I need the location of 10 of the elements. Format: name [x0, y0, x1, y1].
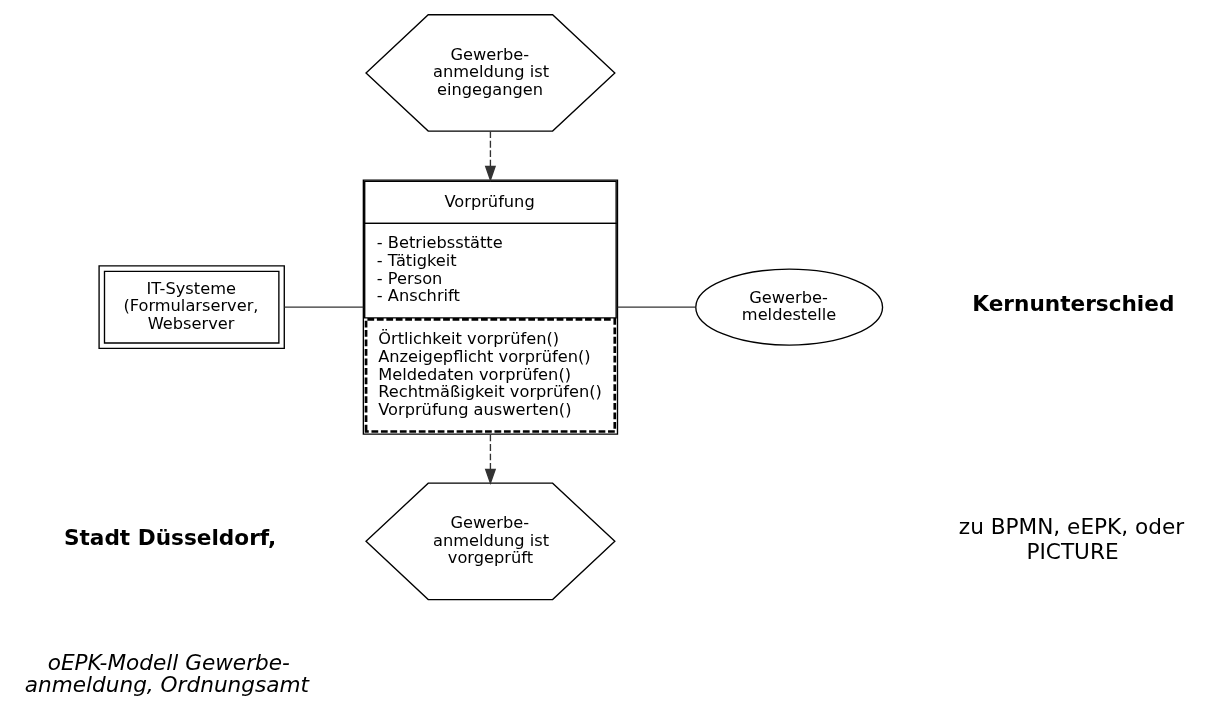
label: zu BPMN, eEPK, oder PICTURE: [958, 514, 1185, 564]
label: oEPK-Modell Gewerbe- anmeldung, Ordnungsamt: [24, 649, 310, 697]
connector: [616, 306, 697, 308]
label: Kernunterschied: [972, 290, 1175, 316]
node-box: IT-Systeme (Formularserver, Webserver: [98, 265, 285, 350]
connector: [283, 306, 364, 308]
arrow: [484, 130, 497, 182]
label: Stadt Düsseldorf,: [63, 525, 277, 551]
arrow: [484, 433, 497, 485]
node-ellipse: Gewerbe- meldestelle: [695, 268, 884, 346]
